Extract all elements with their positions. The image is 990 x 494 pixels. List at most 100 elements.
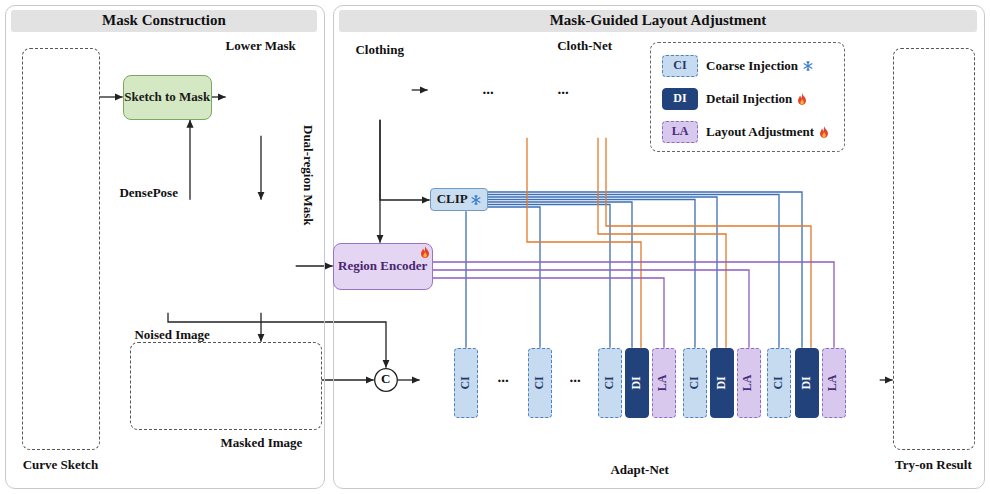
injection-block: CI [454, 348, 478, 418]
flame-icon [801, 99, 805, 104]
legend-row: DIDetail Injection [662, 87, 807, 111]
flame-icon [819, 126, 829, 138]
connector [189, 120, 190, 200]
concat-outline [374, 368, 397, 391]
connector [606, 138, 811, 348]
legend-swatch: CI [662, 55, 698, 77]
connector [465, 211, 466, 348]
connector [260, 136, 261, 200]
flame-icon [798, 93, 806, 105]
legend-label: Layout Adjustment [706, 125, 814, 140]
sketch-image [27, 55, 95, 147]
connector [488, 202, 632, 348]
tryon-image [900, 55, 968, 147]
box-label: Region Encoder [338, 259, 427, 274]
block-label: LA [657, 374, 671, 391]
sketch-image [27, 55, 95, 147]
caption: Curve Sketch [23, 457, 98, 472]
box-label: CLIP [437, 192, 468, 207]
flame-icon [421, 246, 429, 258]
ellipsis: ... [569, 369, 580, 385]
injection-block: CI [528, 348, 552, 418]
sketch-image [80, 293, 88, 303]
cloth-net-layers [590, 72, 610, 116]
flame-icon [420, 246, 430, 258]
caption: DensePose [117, 185, 180, 200]
caption-slot: Lower Mask [216, 36, 306, 54]
caption-slot: Curve Sketch [10, 455, 110, 473]
injection-block: CI [598, 348, 622, 418]
legend-row: CICoarse Injection [662, 54, 813, 78]
panel: Mask-Guided Layout AdjustmentClothingClo… [333, 5, 985, 489]
connector [527, 138, 641, 348]
lower-mask-stack [232, 64, 286, 130]
panel-header: Mask Construction [11, 10, 317, 32]
dual-region-mask-image [231, 211, 291, 268]
block-label: CI [688, 376, 702, 389]
image-group: Try-on Result [893, 48, 975, 450]
connector [296, 265, 333, 266]
lower-mask-stack [237, 59, 291, 125]
sketch-image [80, 115, 88, 125]
connector [488, 195, 779, 348]
connector [488, 197, 717, 348]
densepose-map [159, 272, 161, 306]
snowflake-icon [474, 203, 477, 204]
sketch-image [80, 203, 88, 213]
block-label: CI [772, 376, 786, 389]
image-group: Noised ImageMasked Image [130, 342, 322, 430]
concat-circle: C [374, 368, 398, 392]
legend-swatch: DI [662, 88, 698, 110]
image-node: Dual-region Mask [226, 200, 296, 313]
injection-block: DI [625, 348, 649, 418]
caption: Lower Mask [226, 38, 296, 53]
connector [379, 120, 380, 243]
connector [100, 96, 123, 97]
flame-icon [822, 132, 826, 137]
sketch-image [27, 250, 95, 342]
caption: Dual-region Mask [301, 125, 316, 226]
snowflake-icon [804, 64, 813, 69]
cloth-net-layers [517, 72, 537, 116]
dual-region-mask-image [226, 200, 296, 313]
caption: Adapt-Net [610, 462, 669, 477]
sketch-image [44, 215, 78, 218]
sketch-image [44, 127, 78, 130]
caption: Noised Image [134, 327, 209, 342]
network-outline [420, 318, 880, 455]
snowflake-icon [804, 64, 813, 69]
connector [598, 138, 726, 348]
ellipsis: ... [557, 81, 568, 97]
densepose-map [181, 233, 189, 268]
lower-mask-stack [226, 54, 296, 136]
snowflake-icon [471, 197, 480, 202]
lower-mask-stack [246, 85, 282, 125]
flame-icon [820, 126, 828, 138]
sketch-image [27, 350, 95, 442]
legend-code: LA [672, 125, 689, 139]
connector [880, 379, 893, 380]
densepose-map [161, 207, 175, 225]
block-label: CI [533, 376, 547, 389]
legend-code: DI [673, 92, 686, 106]
legend-swatch: LA [662, 121, 698, 143]
caption-slot: Adapt-Net [600, 460, 680, 478]
connector [488, 205, 610, 348]
caption-slot: DensePose [112, 183, 186, 201]
caption: Clothing [355, 42, 403, 57]
block-label: DI [715, 376, 729, 389]
lower-mask-stack [241, 98, 277, 130]
noised-image [142, 348, 198, 424]
flame-icon [423, 252, 427, 257]
ellipsis: ... [482, 81, 493, 97]
panel-header: Mask-Guided Layout Adjustment [339, 10, 977, 32]
connector [322, 379, 374, 380]
densepose-map [147, 233, 155, 268]
injection-block: CI [767, 348, 791, 418]
lower-mask-stack [251, 84, 287, 120]
image-node: Lower Mask [226, 54, 296, 136]
encoder-box: CLIP [430, 188, 488, 211]
injection-block: LA [822, 348, 846, 418]
